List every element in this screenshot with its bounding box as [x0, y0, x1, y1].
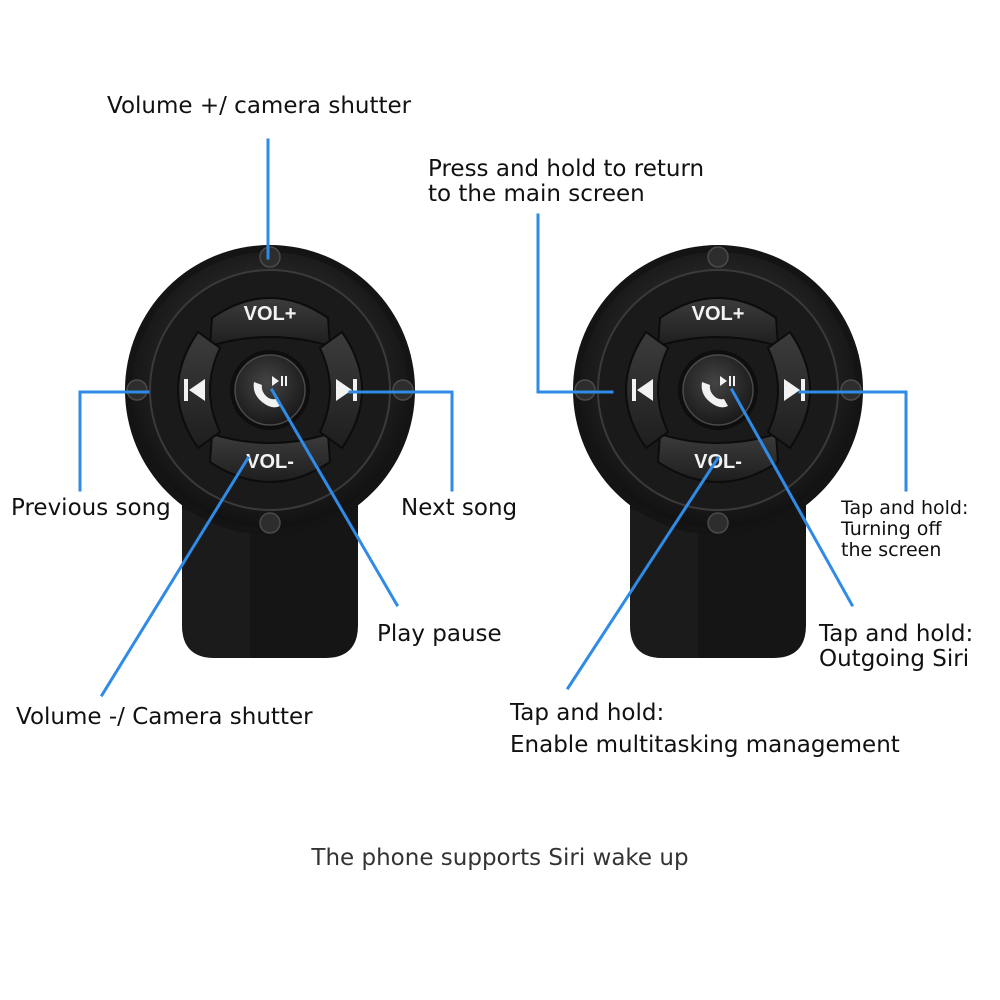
previous-track-icon — [184, 379, 205, 401]
phone-play-pause-icon — [701, 376, 735, 408]
leader-screen-off — [798, 390, 908, 492]
footer-caption: The phone supports Siri wake up — [311, 845, 689, 871]
left-vol-up-button-text: VOL+ — [244, 303, 297, 325]
label-multitasking: Tap and hold: Enable multitasking manage… — [510, 700, 900, 758]
label-volume-up-camera-shutter: Volume +/ camera shutter — [107, 93, 412, 119]
leader-siri — [729, 387, 855, 608]
label-return-main-screen: Press and hold to return to the main scr… — [428, 156, 705, 207]
next-track-icon — [784, 379, 805, 401]
phone-play-pause-icon — [253, 376, 287, 408]
previous-track-icon — [632, 379, 653, 401]
left-vol-down-button-text: VOL- — [246, 451, 294, 473]
label-next-song: Next song — [401, 495, 518, 521]
leader-home — [536, 213, 614, 394]
label-turn-off-screen: Tap and hold: Turning off the screen — [841, 497, 969, 561]
leader-play — [269, 387, 400, 608]
label-outgoing-siri: Tap and hold: Outgoing Siri — [819, 621, 974, 672]
next-track-icon — [336, 379, 357, 401]
left-remote: VOL+ VOL- — [124, 244, 416, 659]
label-play-pause: Play pause — [377, 621, 502, 647]
leader-next — [348, 390, 454, 492]
right-remote: VOL+ VOL- — [572, 244, 864, 659]
label-volume-down-camera-shutter: Volume -/ Camera shutter — [16, 704, 313, 730]
right-vol-down-button-text: VOL- — [694, 451, 742, 473]
leader-multitask — [565, 455, 721, 691]
leader-previous — [78, 390, 150, 492]
leader-vol-down — [99, 455, 251, 698]
label-previous-song: Previous song — [11, 495, 171, 521]
right-vol-up-button-text: VOL+ — [692, 303, 745, 325]
